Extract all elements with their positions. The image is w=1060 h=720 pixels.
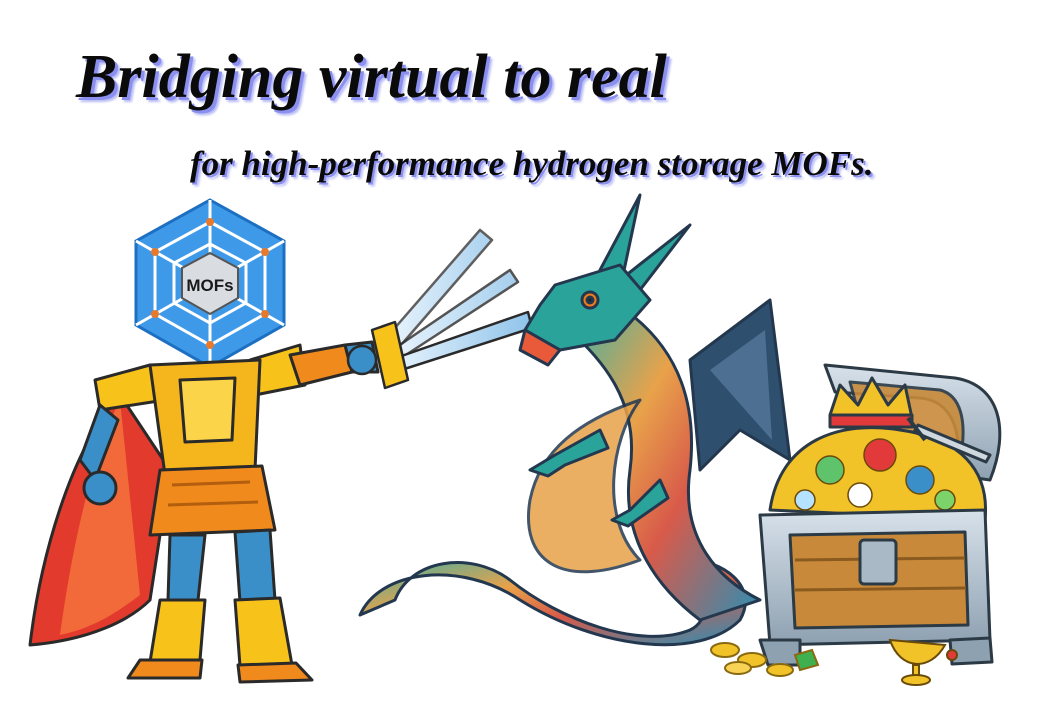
treasure-chest-icon <box>758 363 1002 667</box>
knight-figure <box>28 340 380 684</box>
dragon-figure <box>358 193 792 647</box>
headline-subtitle: for high-performance hydrogen storage MO… <box>190 144 874 183</box>
mof-badge-label: MOFs <box>186 276 233 295</box>
sword-icon <box>346 228 534 390</box>
mof-hexagon-icon: MOFs <box>134 198 286 369</box>
headline-title: Bridging virtual to real <box>76 43 667 111</box>
crown-icon <box>828 376 914 429</box>
dagger-icon <box>906 416 992 464</box>
goblet-icon <box>888 638 958 686</box>
gold-coins-icon <box>710 642 820 677</box>
